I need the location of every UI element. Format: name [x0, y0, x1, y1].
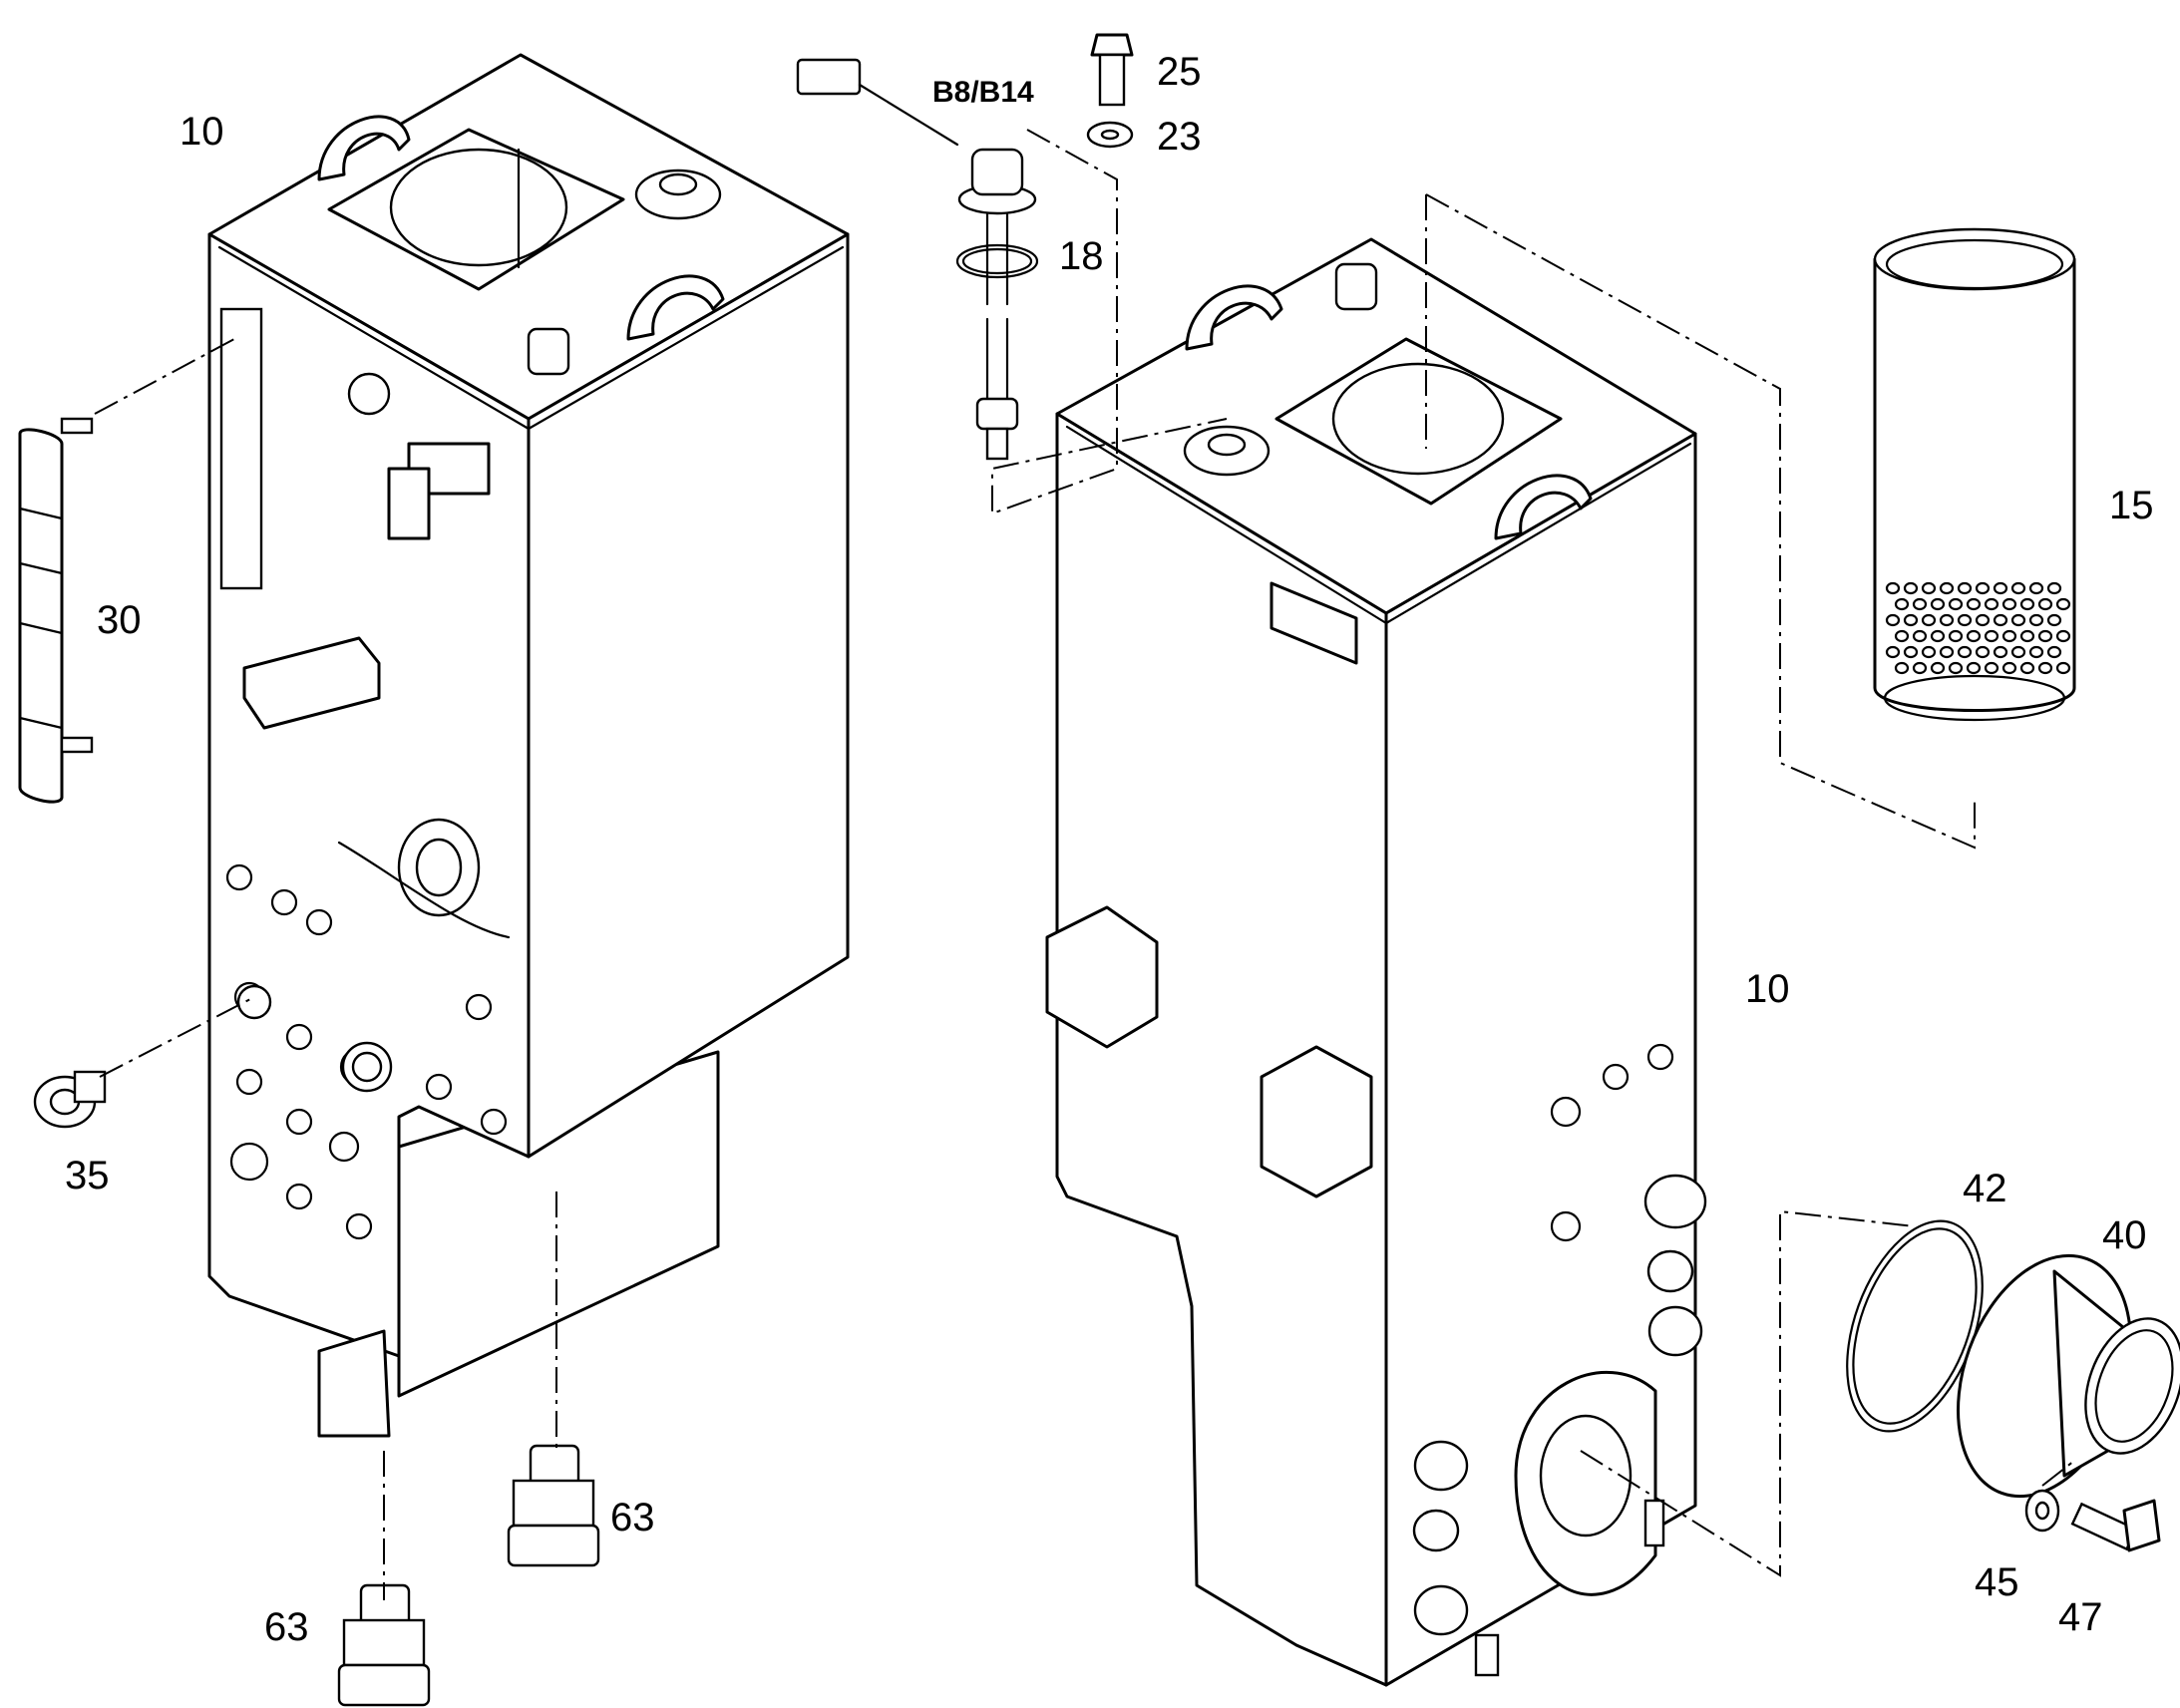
washer-45	[2024, 1489, 2060, 1533]
strainer-hole	[2010, 613, 2026, 627]
washer-23	[1086, 121, 1134, 149]
strainer-hole	[1903, 613, 1919, 627]
strainer-hole	[2037, 597, 2053, 611]
strainer-hole	[2028, 645, 2044, 659]
strainer-hole	[2028, 613, 2044, 627]
label-63-lower: 63	[264, 1605, 309, 1649]
strainer-hole	[1966, 629, 1982, 643]
callout-labels: 10 B8/B14 25 23 18 15 30 35 10 42 40 45 …	[65, 50, 2154, 1649]
strainer-hole	[1984, 629, 1999, 643]
flange-40	[1957, 1253, 2180, 1499]
strainer-hole	[1912, 661, 1928, 675]
valve-63-lower	[337, 1583, 431, 1707]
strainer-hole	[1912, 629, 1928, 643]
strainer-hole	[2037, 661, 2053, 675]
strainer-hole	[1984, 661, 1999, 675]
strainer-hole	[1921, 581, 1937, 595]
strainer-hole	[1939, 613, 1955, 627]
bolt-25	[1090, 33, 1134, 107]
strainer-hole	[2028, 581, 2044, 595]
strainer-hole	[1966, 661, 1982, 675]
strainer-hole	[1885, 581, 1901, 595]
strainer-hole	[1939, 581, 1955, 595]
strainer-hole	[2010, 581, 2026, 595]
strainer-hole	[1948, 661, 1964, 675]
label-42: 42	[1963, 1167, 2007, 1210]
label-10-left: 10	[180, 110, 224, 154]
strainer-hole	[1984, 597, 1999, 611]
label-30: 30	[97, 598, 142, 642]
strainer-hole	[1957, 613, 1973, 627]
label-35: 35	[65, 1154, 110, 1197]
strainer-hole	[2046, 581, 2062, 595]
label-18: 18	[1059, 234, 1104, 278]
strainer-hole	[1939, 645, 1955, 659]
valve-63-upper	[507, 1444, 600, 1567]
strainer-hole	[1993, 613, 2008, 627]
strainer-hole	[2055, 629, 2071, 643]
strainer-hole	[1885, 645, 1901, 659]
strainer-hole	[2010, 645, 2026, 659]
strainer-hole	[1894, 597, 1910, 611]
strainer-hole	[1930, 597, 1946, 611]
strainer-hole	[1930, 629, 1946, 643]
strainer-hole	[2001, 629, 2017, 643]
label-45: 45	[1975, 1560, 2019, 1604]
strainer-hole	[2037, 629, 2053, 643]
strainer-hole	[1894, 661, 1910, 675]
strainer-hole	[1957, 645, 1973, 659]
tank-left	[207, 53, 850, 1438]
strainer-hole	[2019, 629, 2035, 643]
plug-35	[33, 1070, 107, 1129]
strainer-hole	[2055, 597, 2071, 611]
label-63-upper: 63	[610, 1496, 655, 1539]
strainer-hole	[2055, 661, 2071, 675]
o-ring-18	[955, 243, 1039, 279]
tank-right	[1045, 237, 1707, 1687]
strainer-hole	[1975, 581, 1991, 595]
strainer-hole	[1993, 581, 2008, 595]
strainer-hole	[1975, 645, 1991, 659]
strainer-hole	[2001, 661, 2017, 675]
strainer-hole	[1894, 629, 1910, 643]
strainer-hole	[1975, 613, 1991, 627]
strainer-hole	[2046, 613, 2062, 627]
strainer-hole	[2019, 661, 2035, 675]
assembly-lines	[94, 129, 2075, 1600]
strainer-hole	[1930, 661, 1946, 675]
strainer-hole	[1948, 629, 1964, 643]
label-47: 47	[2058, 1595, 2103, 1639]
strainer-hole	[1921, 613, 1937, 627]
strainer-15	[1873, 227, 2076, 722]
sensor-b8-b14	[796, 58, 1037, 461]
strainer-hole	[1903, 581, 1919, 595]
strainer-hole	[1885, 613, 1901, 627]
label-23: 23	[1157, 115, 1202, 159]
strainer-hole	[1921, 645, 1937, 659]
strainer-hole	[2019, 597, 2035, 611]
strainer-hole	[1912, 597, 1928, 611]
strainer-hole	[1966, 597, 1982, 611]
strainer-hole	[1948, 597, 1964, 611]
bracket-30	[18, 417, 94, 804]
label-b8-b14: B8/B14	[932, 76, 1034, 109]
strainer-hole	[1903, 645, 1919, 659]
strainer-hole	[2046, 645, 2062, 659]
bolt-47	[2070, 1499, 2161, 1552]
label-40: 40	[2102, 1213, 2147, 1257]
label-10-right: 10	[1745, 967, 1790, 1011]
label-15: 15	[2109, 484, 2154, 527]
label-25: 25	[1157, 50, 1202, 94]
strainer-hole	[1993, 645, 2008, 659]
strainer-hole	[1957, 581, 1973, 595]
strainer-hole	[2001, 597, 2017, 611]
